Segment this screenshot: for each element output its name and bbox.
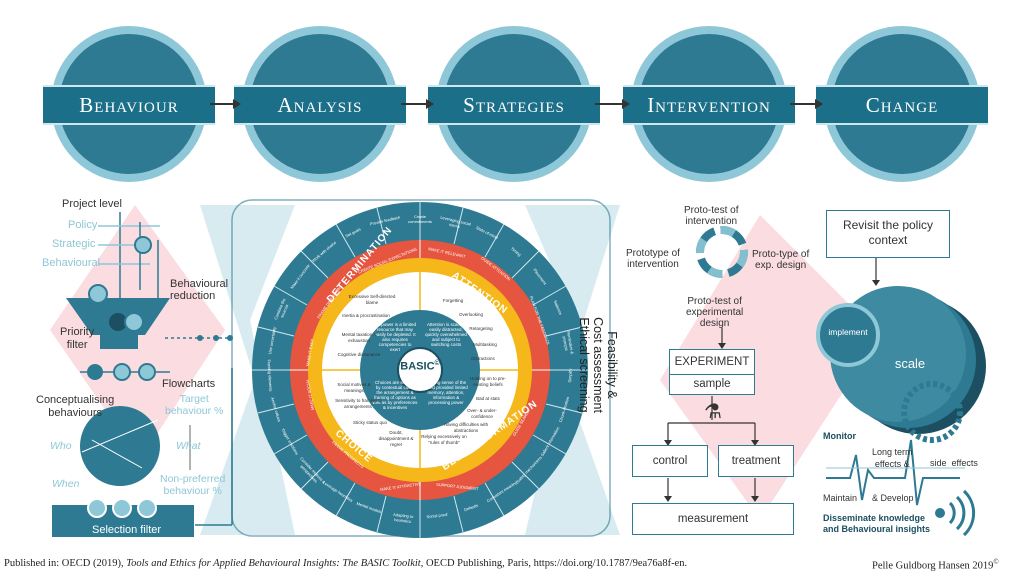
policy-label: Policy (68, 219, 98, 231)
mid-item: Doubt, disappointment & regret (378, 430, 414, 447)
treatment-box: treatment (718, 445, 794, 477)
stage-change-label: Change (816, 85, 988, 125)
arrow-1 (210, 99, 241, 109)
long-term-label: Long term effects & (872, 447, 913, 469)
experiment-label: EXPERIMENT (670, 350, 754, 375)
priority-filter-label: Priority filter (60, 326, 95, 351)
mid-item: Excessive Self-directed blame (348, 294, 396, 305)
proto-type-exp-label: Proto-type of exp. design (752, 249, 810, 271)
mid-item: Relying excessively on "rules of thumb" (421, 434, 467, 445)
outer-strategy-label: Create commitments (408, 214, 432, 224)
side-effects-label: side effects (930, 458, 978, 468)
mid-item: Cognitive dissonance (337, 352, 381, 357)
inner-text-top-right: Attention is scarce, easily distracted, … (425, 322, 467, 347)
disseminate-label: Disseminate knowledge and Behavioural in… (823, 513, 931, 534)
stage-strategies-circle: Strategies (428, 26, 600, 182)
mid-item: Forgetting (442, 298, 464, 303)
stage-intervention-label: Intervention (623, 85, 795, 125)
monitor-label: Monitor (823, 431, 856, 441)
stage-analysis-circle: Analysis (234, 26, 406, 182)
mid-item: Bad at stats (476, 396, 500, 401)
stage-change-circle: Change (816, 26, 988, 182)
stage-intervention-circle: Intervention (623, 26, 795, 182)
measurement-box: measurement (632, 503, 794, 535)
behavioural-reduction-label: Behavioural reduction (170, 278, 229, 302)
target-behaviour-label: Target behaviour % (165, 393, 224, 417)
revisit-policy-box: Revisit the policy context (826, 210, 950, 258)
mid-item: Having difficulties with abstractions (443, 422, 489, 433)
stage-strategies-label: Strategies (428, 85, 600, 125)
conceptualising-label: Conceptualising behaviours (36, 394, 115, 419)
proto-test-experimental-label: Proto-test of experimental design (686, 296, 744, 329)
mid-item: Distractions (471, 356, 495, 361)
develop-label: & Develop (872, 493, 914, 503)
prototype-intervention-label: Prototype of intervention (626, 248, 680, 270)
strategic-label: Strategic (52, 238, 96, 250)
mid-item: Overlooking (458, 312, 483, 317)
mid-item: Sensitivity to framing & arrangements (335, 398, 381, 409)
arrow-2 (401, 99, 434, 109)
arrow-4 (790, 99, 823, 109)
experiment-box: EXPERIMENT sample (669, 349, 755, 395)
implement-label: implement (828, 327, 868, 337)
footer-citation: Published in: OECD (2019), Tools and Eth… (4, 558, 688, 569)
inner-text-bottom-right: Making sense of the world provided limit… (424, 380, 468, 405)
mid-item: Mental taxation & exhaustion (341, 332, 377, 343)
stage-analysis-label: Analysis (234, 85, 406, 125)
svg-text:⚗: ⚗ (704, 399, 722, 423)
flowcharts-label: Flowcharts (162, 378, 216, 390)
inner-text-bottom-left: Choices are shaped by contextual cues, t… (372, 380, 418, 410)
mid-item: Multitasking (473, 342, 497, 347)
stage-behaviour-label: Behaviour (43, 85, 215, 125)
sample-label: sample (693, 378, 731, 390)
ethics-screening-label: Feasibility & Cost assessment Ethical sc… (577, 317, 619, 413)
wheel-center-label: BASIC© (400, 360, 440, 373)
mid-item: Inertia & procrastination (342, 313, 390, 318)
project-level-label: Project level (62, 198, 122, 210)
mid-item: Retargeting (469, 326, 493, 331)
scale-label: scale (894, 356, 926, 371)
proto-test-intervention-label: Proto-test of intervention (684, 205, 739, 227)
mid-item: Over- & under-confidence (467, 408, 497, 419)
non-preferred-label: Non-preferred behaviour % (160, 473, 226, 497)
mid-item: Sticky status quo (352, 420, 388, 425)
selection-filter-label: Selection filter (92, 524, 162, 536)
inner-text-top-left: Willpower is a limited resource that may… (373, 322, 416, 352)
when-label: When (52, 478, 80, 490)
stage-behaviour-circle: Behaviour (43, 26, 215, 182)
arrow-3 (595, 99, 630, 109)
mid-item: Holding on to pre-existing beliefs (470, 376, 506, 387)
what-label: What (176, 440, 201, 452)
behavioural-label: Behavioural (42, 257, 101, 269)
mid-item: Social motives & meanings (337, 382, 371, 393)
footer-author: Pelle Guldborg Hansen 2019© (872, 558, 999, 572)
maintain-label: Maintain (823, 493, 858, 503)
who-label: Who (50, 440, 72, 452)
control-box: control (632, 445, 708, 477)
